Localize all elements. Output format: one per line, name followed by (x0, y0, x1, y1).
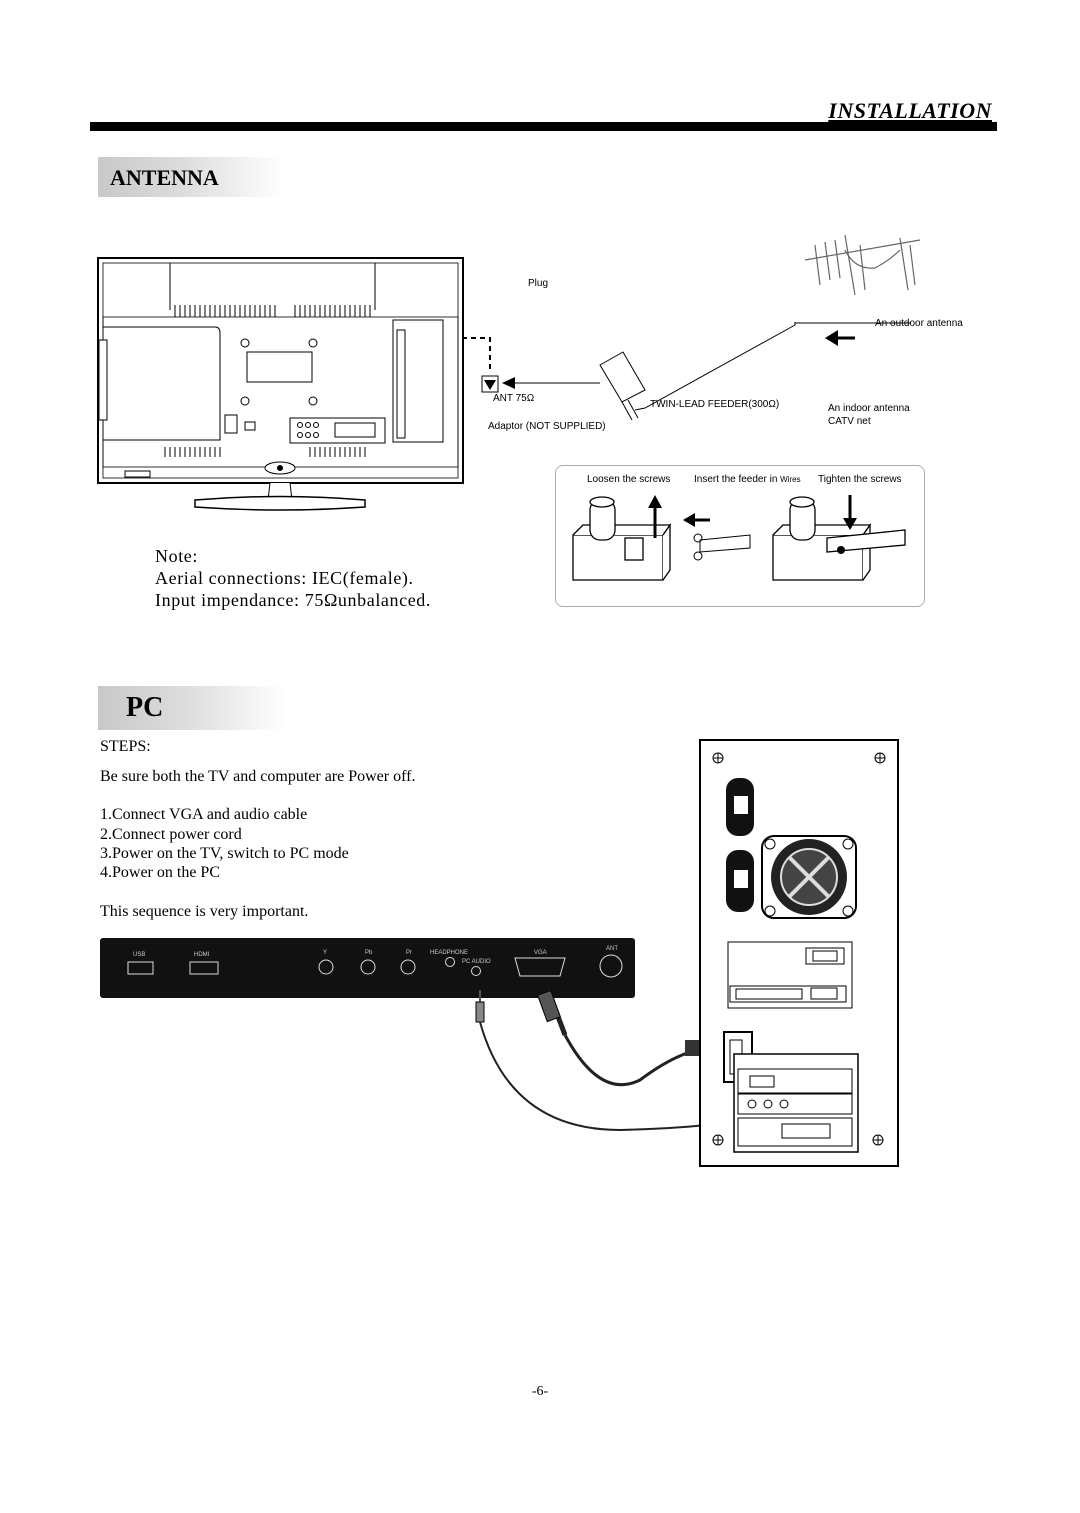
steps-label: STEPS: (100, 738, 151, 755)
antenna-heading-tab: ANTENNA (98, 157, 283, 197)
note-input-impedance: Input impendance: 75Ωunbalanced. (155, 590, 431, 610)
plug-label: Plug (528, 278, 549, 289)
panel-label-pr: Pr (406, 950, 412, 956)
pc-heading: PC (126, 692, 164, 723)
panel-label-ant: ANT (606, 946, 618, 952)
insert-feeder-text: Insert the feeder in (694, 474, 778, 485)
panel-label-hdmi: HDMI (194, 952, 210, 958)
panel-label-pc-audio: PC AUDIO (462, 959, 491, 965)
catv-label: CATV net (828, 416, 871, 427)
pc-heading-tab: PC (98, 686, 286, 730)
panel-label-usb: USB (133, 952, 146, 958)
terminal-inset-frame (555, 465, 925, 607)
tv-panel-ports (127, 954, 623, 978)
tighten-screws-label: Tighten the screws (818, 474, 902, 485)
tv-rear-illustration (97, 257, 464, 511)
loosen-screws-label: Loosen the screws (587, 474, 671, 485)
antenna-heading: ANTENNA (110, 165, 219, 190)
wires-text: Wires (780, 475, 801, 484)
panel-label-y: Y (323, 950, 328, 956)
pc-tower-illustration (699, 739, 899, 1167)
steps-intro: Be sure both the TV and computer are Pow… (100, 768, 416, 785)
indoor-antenna-label: An indoor antenna (828, 403, 910, 414)
page-number: -6- (531, 1384, 549, 1399)
panel-label-headphone: HEADPHONE (430, 950, 469, 956)
section-title: INSTALLATION (828, 98, 992, 123)
step-1: 1.Connect VGA and audio cable (100, 806, 308, 823)
panel-label-vga: VGA (534, 950, 547, 956)
note-heading: Note: (155, 546, 198, 566)
header-rule (90, 122, 997, 131)
ant-75-label: ANT 75Ω (493, 393, 535, 404)
screw-terminal-illustration (572, 495, 906, 581)
twin-lead-label: TWIN-LEAD FEEDER(300Ω) (650, 399, 780, 410)
insert-feeder-label: Insert the feeder in Wires (694, 474, 801, 485)
steps-outro: This sequence is very important. (100, 903, 309, 920)
outdoor-antenna-label: An outdoor antenna (875, 318, 963, 329)
antenna-connection-diagram (462, 234, 921, 421)
adaptor-label: Adaptor (NOT SUPPLIED) (488, 421, 606, 432)
step-4: 4.Power on the PC (100, 864, 220, 881)
panel-label-pb: Pb (365, 950, 373, 956)
tv-side-panel (100, 938, 635, 998)
note-aerial-connections: Aerial connections: IEC(female). (155, 568, 414, 588)
step-3: 3.Power on the TV, switch to PC mode (100, 845, 349, 862)
step-2: 2.Connect power cord (100, 826, 242, 843)
